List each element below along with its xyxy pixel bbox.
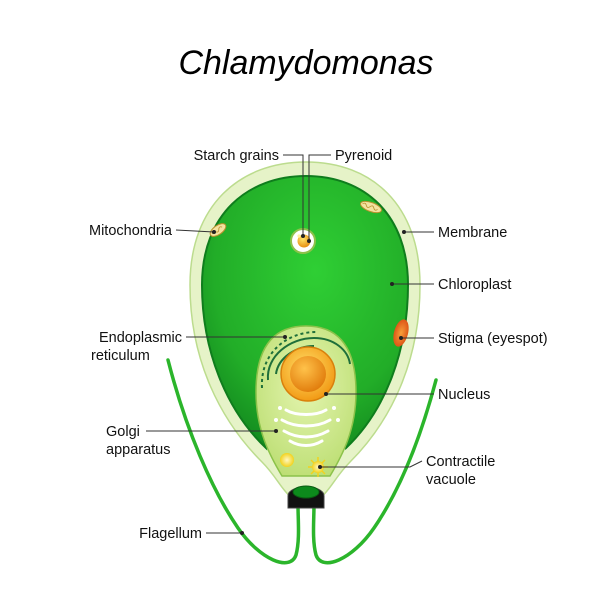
label-membrane: Membrane <box>438 225 507 241</box>
flagellum-right <box>311 378 438 565</box>
label-reticulum: reticulum <box>91 348 150 364</box>
golgi-apparatus <box>274 406 340 447</box>
stigma-eyespot <box>393 319 409 347</box>
labels: Starch grains Pyrenoid Mitochondria Memb… <box>89 148 548 542</box>
label-stigma: Stigma (eyespot) <box>438 331 548 347</box>
label-vacuole: vacuole <box>426 472 476 488</box>
leader-lines <box>146 154 434 535</box>
label-starch-grains: Starch grains <box>194 148 279 164</box>
label-golgi: Golgi <box>106 424 140 440</box>
nucleus <box>280 346 336 402</box>
label-chloroplast: Chloroplast <box>438 277 511 293</box>
label-nucleus: Nucleus <box>438 387 490 403</box>
label-pyrenoid: Pyrenoid <box>335 148 392 164</box>
label-mitochondria: Mitochondria <box>89 223 173 239</box>
diagram-title: Chlamydomonas <box>178 44 433 82</box>
flagellum-left <box>166 358 301 565</box>
basal-body <box>287 485 325 509</box>
label-contractile: Contractile <box>426 454 495 470</box>
nucleolus <box>290 356 326 392</box>
label-apparatus: apparatus <box>106 442 171 458</box>
flagella <box>166 358 438 565</box>
label-flagellum: Flagellum <box>139 526 202 542</box>
label-endoplasmic: Endoplasmic <box>99 330 182 346</box>
